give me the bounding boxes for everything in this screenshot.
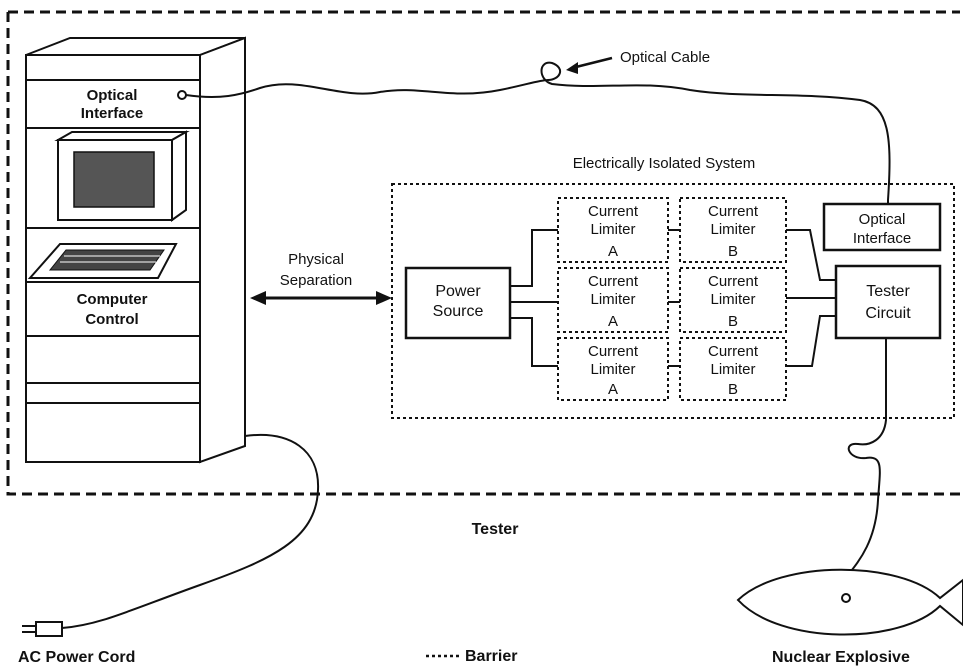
svg-text:Limiter: Limiter bbox=[710, 221, 755, 238]
electrically-isolated-barrier bbox=[391, 183, 955, 419]
power-source-box bbox=[404, 266, 512, 340]
tester-circuit-label-1: Tester bbox=[866, 283, 910, 300]
power-wires bbox=[510, 229, 836, 367]
computer-console bbox=[25, 36, 246, 464]
tester-optical-interface-label-1: Optical bbox=[859, 211, 906, 228]
power-source-label-2: Source bbox=[433, 303, 484, 320]
monitor-screen bbox=[73, 151, 155, 208]
svg-text:Current: Current bbox=[588, 273, 639, 290]
svg-text:Limiter: Limiter bbox=[710, 291, 755, 308]
physical-separation-label-1: Physical bbox=[288, 251, 344, 268]
optical-cable-arrow bbox=[571, 56, 613, 70]
optical-cable-label: Optical Cable bbox=[620, 49, 710, 66]
tester-circuit-box bbox=[834, 264, 942, 340]
svg-text:B: B bbox=[728, 243, 738, 260]
svg-text:Current: Current bbox=[588, 343, 639, 360]
current-limiter-b-3: Current Limiter B bbox=[679, 337, 787, 401]
nuclear-explosive-shape bbox=[736, 568, 963, 636]
physical-separation-arrow bbox=[250, 291, 392, 305]
computer-control-label-2: Control bbox=[85, 311, 138, 328]
svg-text:Current: Current bbox=[708, 203, 759, 220]
monitor bbox=[54, 130, 190, 222]
svg-text:A: A bbox=[608, 381, 618, 398]
tester-optical-interface-box bbox=[822, 202, 942, 252]
ac-power-cord bbox=[61, 434, 320, 629]
svg-text:Limiter: Limiter bbox=[590, 221, 635, 238]
nuclear-explosive-label: Nuclear Explosive bbox=[772, 649, 910, 666]
tester-probe-cable bbox=[843, 338, 887, 599]
current-limiter-a-3: Current Limiter A bbox=[557, 337, 669, 401]
current-limiter-a-1: Current Limiter A bbox=[557, 197, 669, 263]
svg-text:Current: Current bbox=[708, 273, 759, 290]
current-limiter-a-2: Current Limiter A bbox=[557, 267, 669, 333]
current-limiter-b-2: Current Limiter B bbox=[679, 267, 787, 333]
tester-label: Tester bbox=[472, 521, 519, 538]
barrier-legend: Barrier bbox=[426, 648, 517, 665]
keyboard bbox=[27, 243, 178, 279]
console-optical-interface-label-2: Interface bbox=[81, 105, 144, 122]
console-optical-port bbox=[177, 90, 187, 100]
svg-text:Limiter: Limiter bbox=[590, 361, 635, 378]
svg-text:Limiter: Limiter bbox=[710, 361, 755, 378]
physical-separation-label-2: Separation bbox=[280, 272, 353, 289]
barrier-legend-label: Barrier bbox=[465, 648, 517, 665]
svg-text:A: A bbox=[608, 313, 618, 330]
svg-text:Current: Current bbox=[708, 343, 759, 360]
current-limiter-b-1: Current Limiter B bbox=[679, 197, 787, 263]
svg-text:A: A bbox=[608, 243, 618, 260]
electrically-isolated-system-label: Electrically Isolated System bbox=[573, 155, 756, 172]
tester-optical-interface-label-2: Interface bbox=[853, 230, 911, 247]
svg-text:Limiter: Limiter bbox=[590, 291, 635, 308]
svg-text:Current: Current bbox=[588, 203, 639, 220]
console-optical-interface-label-1: Optical bbox=[87, 87, 138, 104]
svg-text:B: B bbox=[728, 381, 738, 398]
optical-cable bbox=[185, 61, 891, 205]
ac-power-cord-label: AC Power Cord bbox=[18, 649, 135, 666]
svg-text:B: B bbox=[728, 313, 738, 330]
tester-circuit-label-2: Circuit bbox=[865, 305, 911, 322]
tester-barrier bbox=[6, 10, 960, 496]
computer-control-label-1: Computer bbox=[77, 291, 148, 308]
ac-plug-icon bbox=[22, 621, 63, 637]
power-source-label-1: Power bbox=[435, 283, 481, 300]
